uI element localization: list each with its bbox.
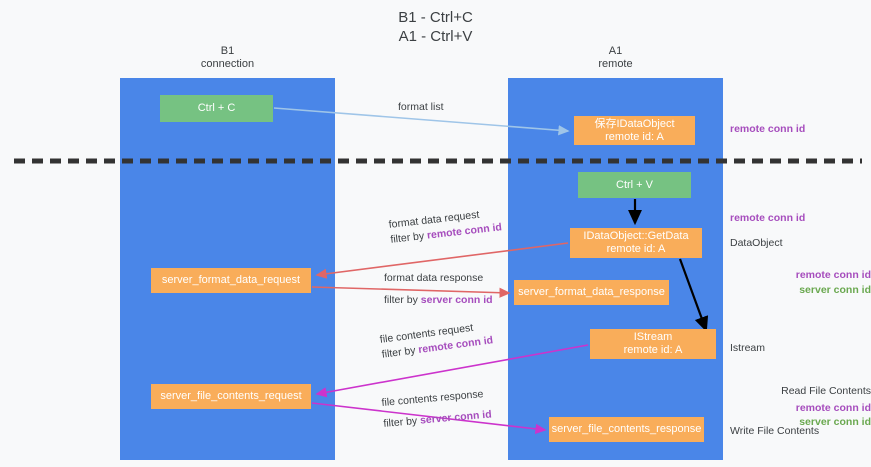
filter-key-server-conn-id: server conn id [420,294,493,306]
lane-header-a1: A1 remote [508,45,723,71]
lane-header-b1: B1 connection [120,45,335,71]
edge-label-format-data-response: format data response filter by server co… [384,271,493,308]
box-server-file-contents-response-label: server_file_contents_response [551,423,702,435]
lane-header-b1-subtitle: connection [200,58,255,70]
box-istream-line2: remote id: A [623,344,683,356]
box-idataobject-getdata-line1: IDataObject::GetData [583,230,689,242]
title-line-1: B1 - Ctrl+C [398,9,473,26]
box-istream-line1: IStream [633,331,673,343]
filter-prefix: filter by [382,414,421,430]
annotation-left-remote-conn-id-2: remote conn id [795,402,871,414]
box-ctrl-v[interactable]: Ctrl + V [578,172,691,198]
lane-header-a1-subtitle: remote [598,58,633,70]
annotation-right-write-file-contents: Write File Contents [730,425,820,437]
lane-header-b1-name: B1 [220,45,235,57]
edge-label-format-data-response-line1: format data response [384,272,484,284]
box-server-file-contents-request[interactable]: server_file_contents_request [151,384,311,409]
edge-label-format-data-request: format data request filter by remote con… [388,205,503,247]
box-server-file-contents-response[interactable]: server_file_contents_response [549,417,704,442]
filter-prefix: filter by [389,229,428,246]
box-server-format-data-response[interactable]: server_format_data_response [514,280,669,305]
box-ctrl-v-label: Ctrl + V [616,178,653,191]
box-save-idataobject[interactable]: 保存IDataObject remote id: A [574,116,695,145]
edge-label-format-list: format list [398,101,444,113]
annotation-left-server-conn-id-1: server conn id [799,284,871,296]
filter-prefix: filter by [381,344,420,361]
box-idataobject-getdata[interactable]: IDataObject::GetData remote id: A [570,228,702,258]
lane-header-a1-name: A1 [608,45,623,57]
page-title: B1 - Ctrl+C A1 - Ctrl+V [0,8,871,46]
annotation-right-istream: Istream [730,342,766,354]
annotation-left-read-file-contents: Read File Contents [781,385,871,397]
title-line-2: A1 - Ctrl+V [398,28,473,45]
annotation-right-dataobject: DataObject [730,237,783,249]
box-server-format-data-response-label: server_format_data_response [518,286,665,298]
edge-label-format-data-response-filter: filter by server conn id [384,293,493,308]
box-server-format-data-request-label: server_format_data_request [161,274,301,286]
edge-label-file-contents-request: file contents request filter by remote c… [379,318,494,362]
box-server-format-data-request[interactable]: server_format_data_request [151,268,311,293]
annotation-right-remote-conn-id-2: remote conn id [730,212,806,224]
box-ctrl-c-label: Ctrl + C [197,102,236,114]
box-idataobject-getdata-line2: remote id: A [606,243,666,255]
box-istream[interactable]: IStream remote id: A [590,329,716,359]
annotation-left-server-conn-id-2: server conn id [799,416,871,428]
box-save-idataobject-line2: remote id: A [605,130,664,143]
box-save-idataobject-line1: 保存IDataObject [594,117,675,130]
box-server-file-contents-request-label: server_file_contents_request [160,390,302,402]
edge-label-file-contents-response: file contents response filter by server … [381,387,492,432]
filter-prefix: filter by [384,294,421,306]
box-ctrl-c[interactable]: Ctrl + C [160,95,273,122]
annotation-left-remote-conn-id-1: remote conn id [795,269,871,281]
annotation-right-remote-conn-id-1: remote conn id [730,123,806,135]
